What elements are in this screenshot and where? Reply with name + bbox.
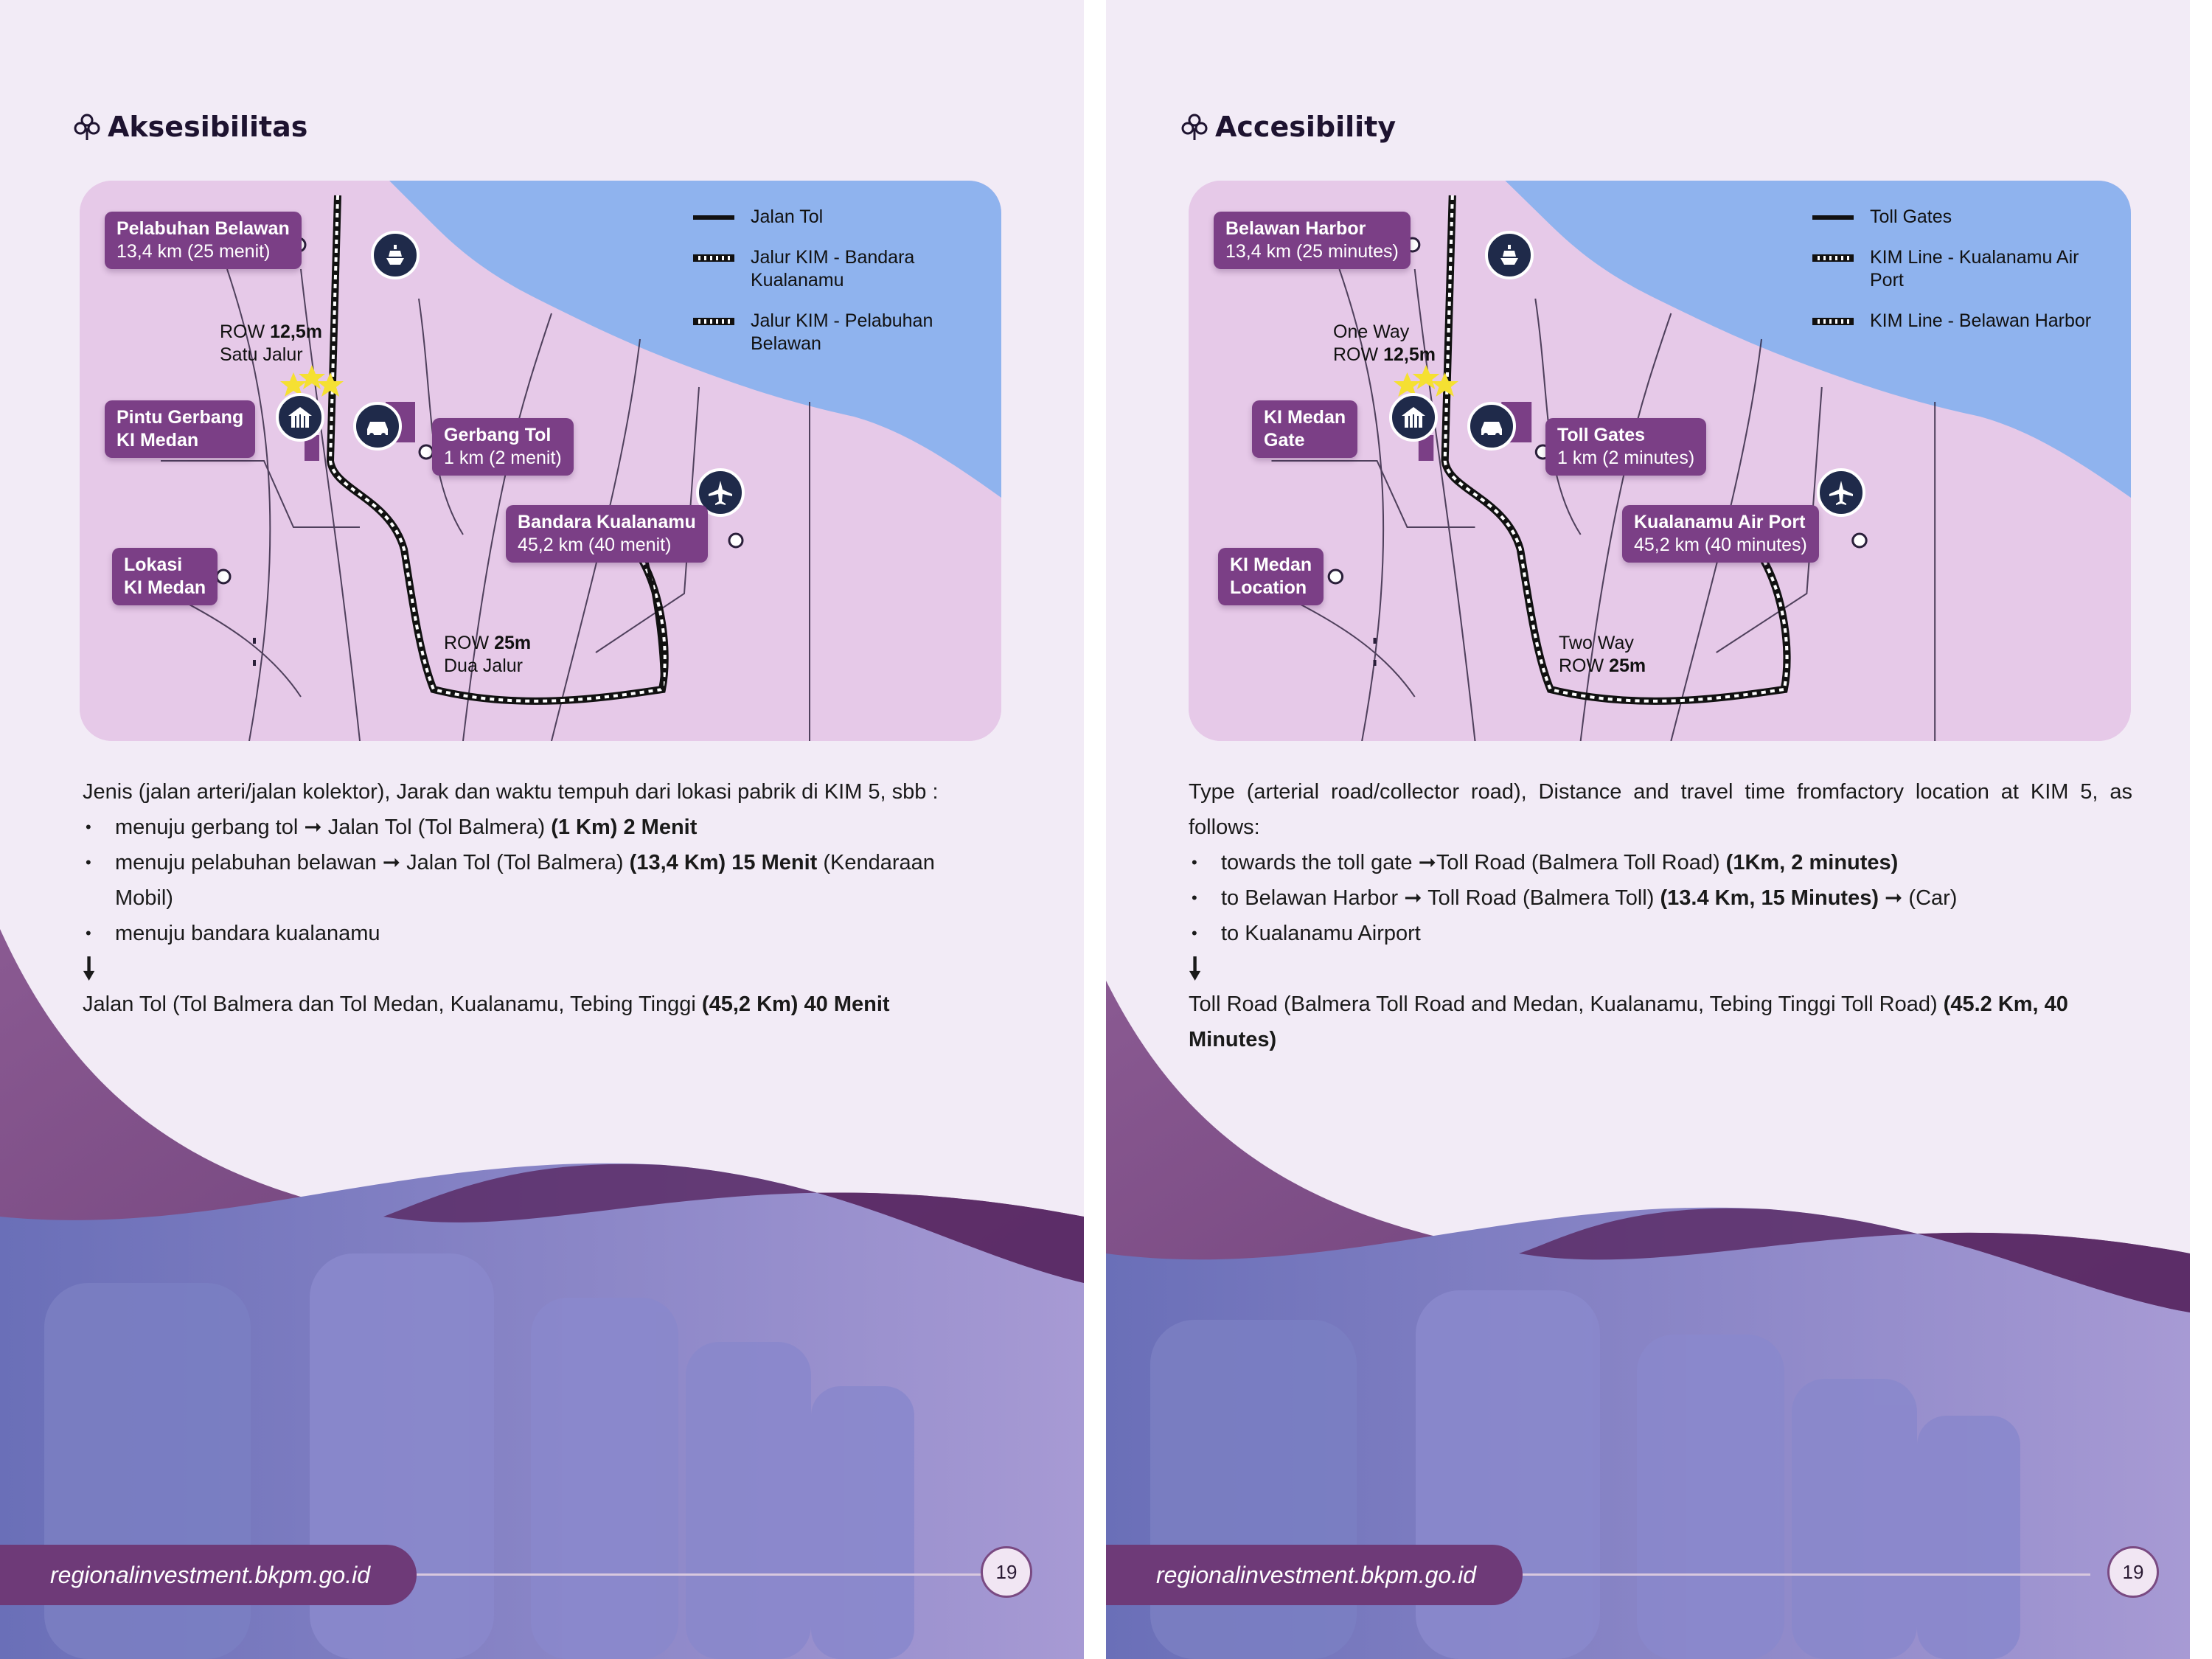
label-harbor: Pelabuhan Belawan 13,4 km (25 menit) [105,212,302,269]
footer-website[interactable]: regionalinvestment.bkpm.go.id [1106,1545,1523,1605]
arrow-down-icon: 🠗 [83,953,96,985]
map-background [80,181,1001,741]
legend-kim-airport: Jalur KIM - Bandara Kualanamu [693,246,973,292]
access-description: Type (arterial road/collector road), Dis… [1189,774,2132,1057]
list-item: to Kualanamu Airport [1189,916,2132,951]
row-note-1: ROW 12,5m Satu Jalur [220,321,322,365]
intro-text: Type (arterial road/collector road), Dis… [1189,780,2132,839]
airplane-icon [696,468,745,517]
list-item: menuju gerbang tol ➞ Jalan Tol (Tol Balm… [83,810,997,845]
label-airport: Bandara Kualanamu 45,2 km (40 menit) [506,505,708,563]
label-gate: KI Medan Gate [1252,400,1358,458]
section-title-text: Aksesibilitas [108,111,308,143]
section-title: Accesibility [1180,111,1396,143]
map-legend: Toll Gates KIM Line - Kualanamu Air Port… [1812,206,2093,350]
legend-kim-harbor: KIM Line - Belawan Harbor [1812,310,2093,333]
arrow-down-icon: 🠗 [1189,953,1202,985]
footer-divider [417,1573,984,1576]
map-legend: Jalan Tol Jalur KIM - Bandara Kualanamu … [693,206,973,373]
label-tollgate: Gerbang Tol 1 km (2 menit) [432,418,574,476]
flower-icon [1181,114,1208,140]
decorative-photo-band [1106,981,2190,1659]
page-number: 19 [981,1546,1032,1598]
page-right: Accesibility [1106,0,2190,1659]
label-gate: Pintu Gerbang KI Medan [105,400,256,458]
footer-website[interactable]: regionalinvestment.bkpm.go.id [0,1545,417,1605]
legend-kim-airport: KIM Line - Kualanamu Air Port [1812,246,2093,292]
gate-icon [1389,393,1438,442]
car-icon [1467,402,1516,451]
row-note-1: One Way ROW 12,5m [1333,321,1436,365]
list-item: menuju bandara kualanamu [83,916,997,951]
closing-text: Toll Road (Balmera Toll Road and Medan, … [1189,992,2068,1051]
label-airport: Kualanamu Air Port 45,2 km (40 minutes) [1622,505,1819,563]
ship-icon [371,231,420,279]
legend-toll: Toll Gates [1812,206,2093,229]
row-note-2: ROW 25m Dua Jalur [444,633,532,676]
list-item: to Belawan Harbor ➞ Toll Road (Balmera T… [1189,880,2132,916]
label-tollgate: Toll Gates 1 km (2 minutes) [1545,418,1707,476]
section-title: Aksesibilitas [72,111,307,143]
access-list: menuju gerbang tol ➞ Jalan Tol (Tol Balm… [83,810,997,951]
decorative-photo-band [0,929,1084,1659]
flower-icon [74,114,100,140]
list-item: menuju pelabuhan belawan ➞ Jalan Tol (To… [83,845,997,916]
page-left: Aksesibilitas [0,0,1084,1659]
access-map: Belawan Harbor 13,4 km (25 minutes) KI M… [1189,181,2131,741]
label-location: Lokasi KI Medan [112,548,218,605]
section-title-text: Accesibility [1215,111,1397,143]
access-description: Jenis (jalan arteri/jalan kolektor), Jar… [83,774,997,1022]
label-harbor: Belawan Harbor 13,4 km (25 minutes) [1214,212,1411,269]
row-note-2: Two Way ROW 25m [1559,633,1646,676]
gate-icon [276,393,324,442]
label-location: KI Medan Location [1218,548,1324,605]
page-number: 19 [2107,1546,2159,1598]
access-map: Pelabuhan Belawan 13,4 km (25 menit) Pin… [80,181,1001,741]
legend-kim-harbor: Jalur KIM - Pelabuhan Belawan [693,310,973,355]
access-list: towards the toll gate ➞Toll Road (Balmer… [1189,845,2132,951]
intro-text: Jenis (jalan arteri/jalan kolektor), Jar… [83,780,939,804]
list-item: towards the toll gate ➞Toll Road (Balmer… [1189,845,2132,880]
legend-toll: Jalan Tol [693,206,973,229]
car-icon [353,402,402,451]
ship-icon [1485,231,1534,279]
airplane-icon [1817,468,1865,517]
closing-text: Jalan Tol (Tol Balmera dan Tol Medan, Ku… [83,992,890,1016]
footer-divider [1523,1573,2090,1576]
